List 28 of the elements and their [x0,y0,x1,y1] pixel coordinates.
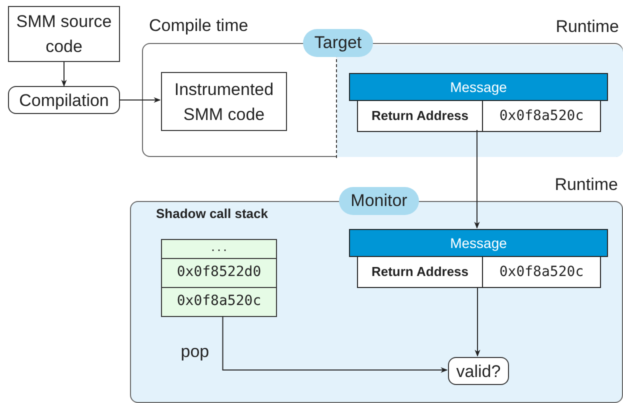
arrow [61,62,67,87]
box-label: SMM source code [15,11,113,58]
arrow [222,316,448,373]
arrow [474,130,480,229]
table-cell: Return Address [357,257,483,288]
message-header: Message [349,229,608,257]
region-tag: Target [303,29,373,57]
box-label: valid? [455,360,502,382]
stack-cell: 0x0f8522d0 [161,259,277,288]
region-heading: Compile time [149,16,248,36]
region-heading: Runtime [556,17,619,37]
process-box [8,6,120,62]
rounded-box [448,357,509,385]
table-cell: Return Address [357,101,483,132]
region-tag: Monitor [339,187,419,215]
region-heading: Runtime [554,175,618,195]
rounded-box [8,86,120,114]
box-label: Instrumented SMM code [173,78,275,126]
stack-cell: ... [161,239,277,259]
table-cell: 0x0f8a520c [483,101,601,132]
arrow [474,286,480,357]
stack-heading: Shadow call stack [156,206,268,221]
arrow [120,97,161,103]
table-cell: 0x0f8a520c [483,257,601,288]
process-box [161,72,287,131]
message-header: Message [349,73,608,101]
stack-cell: 0x0f8a520c [161,288,277,317]
box-label: Compilation [18,90,110,112]
